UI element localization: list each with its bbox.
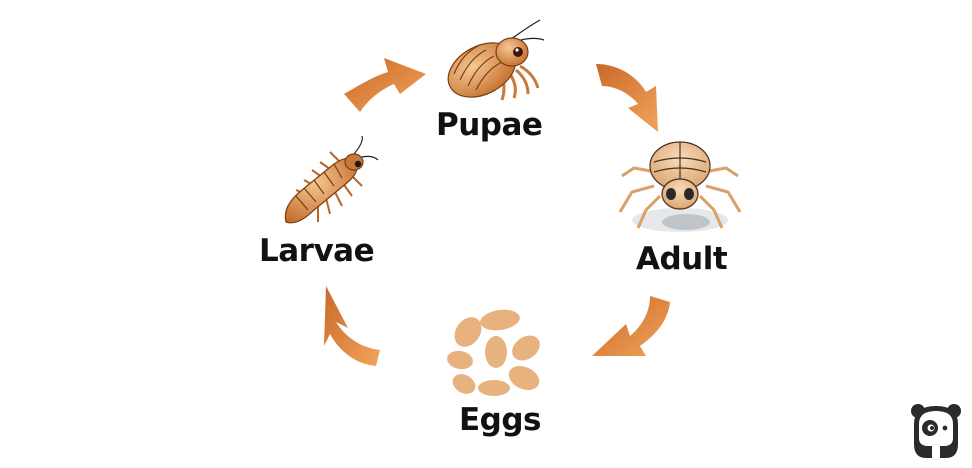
stage-label-larvae: Larvae <box>259 233 375 269</box>
arrow-pupae-to-adult-icon <box>596 64 658 132</box>
larva-insect-icon <box>284 135 379 224</box>
stage-label-pupae: Pupae <box>436 107 543 143</box>
stage-label-adult: Adult <box>636 241 728 277</box>
arrow-eggs-to-larvae-icon <box>324 286 380 366</box>
pupa-insect-icon <box>447 19 545 101</box>
arrow-adult-to-eggs-icon <box>592 296 670 356</box>
adult-insect-icon <box>618 141 742 232</box>
eggs-cluster-icon <box>447 309 540 396</box>
arrow-larvae-to-pupae-icon <box>344 58 426 112</box>
panda-logo-icon <box>911 404 961 458</box>
stage-label-eggs: Eggs <box>459 402 542 438</box>
